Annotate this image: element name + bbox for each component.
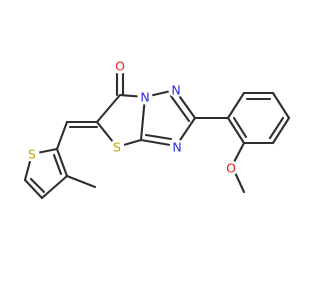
thiazole-sulfur-atom: S [109, 139, 125, 155]
atom-layer: O N N N S S O [24, 58, 239, 176]
triazole-bottom-nitrogen-label: N [172, 140, 181, 155]
bond-ph6-ph1-a [226, 116, 246, 145]
thiophene-sulfur-label: S [28, 147, 36, 162]
bond-nbot-c7a-b [144, 133, 173, 141]
bond-tc5-tc4-b [29, 177, 46, 194]
bridgehead-nitrogen-atom: N [137, 89, 153, 105]
carbonyl-oxygen-atom: O [112, 58, 128, 74]
molecule-structure: O N N N S S O [23, 58, 291, 200]
methoxy-oxygen-label: O [226, 161, 236, 176]
triazole-bottom-nitrogen-atom: N [169, 139, 185, 155]
bond-ch-thiophene [55, 120, 69, 151]
bond-tc3-methyl [65, 174, 97, 189]
methoxy-oxygen-atom: O [223, 160, 239, 176]
molecule-canvas: O N N N S S O [23, 58, 291, 200]
bond-layer [23, 69, 291, 200]
thiazole-sulfur-label: S [113, 140, 121, 155]
carbonyl-oxygen-label: O [115, 59, 125, 74]
bond-c6-c5 [95, 93, 122, 124]
bond-ph3-ph4 [271, 91, 291, 120]
thiophene-sulfur-atom: S [24, 146, 40, 162]
bond-ph1-ph2 [226, 91, 246, 120]
triazole-top-nitrogen-atom: N [168, 82, 184, 98]
bond-tc5-tc4-a [23, 178, 44, 200]
bond-ph4-ph5-a [271, 116, 291, 145]
bridgehead-nitrogen-label: N [140, 90, 149, 105]
bond-ph4-ph5-b [268, 116, 285, 140]
bond-ntop-c2-b [169, 94, 191, 123]
triazole-top-nitrogen-label: N [171, 83, 180, 98]
bond-tc4-tc3 [40, 174, 69, 200]
bond-ph6-ph1-b [232, 116, 248, 139]
bond-tc3-tc2-b [52, 153, 63, 176]
bond-tc3-tc2-a [55, 147, 69, 178]
